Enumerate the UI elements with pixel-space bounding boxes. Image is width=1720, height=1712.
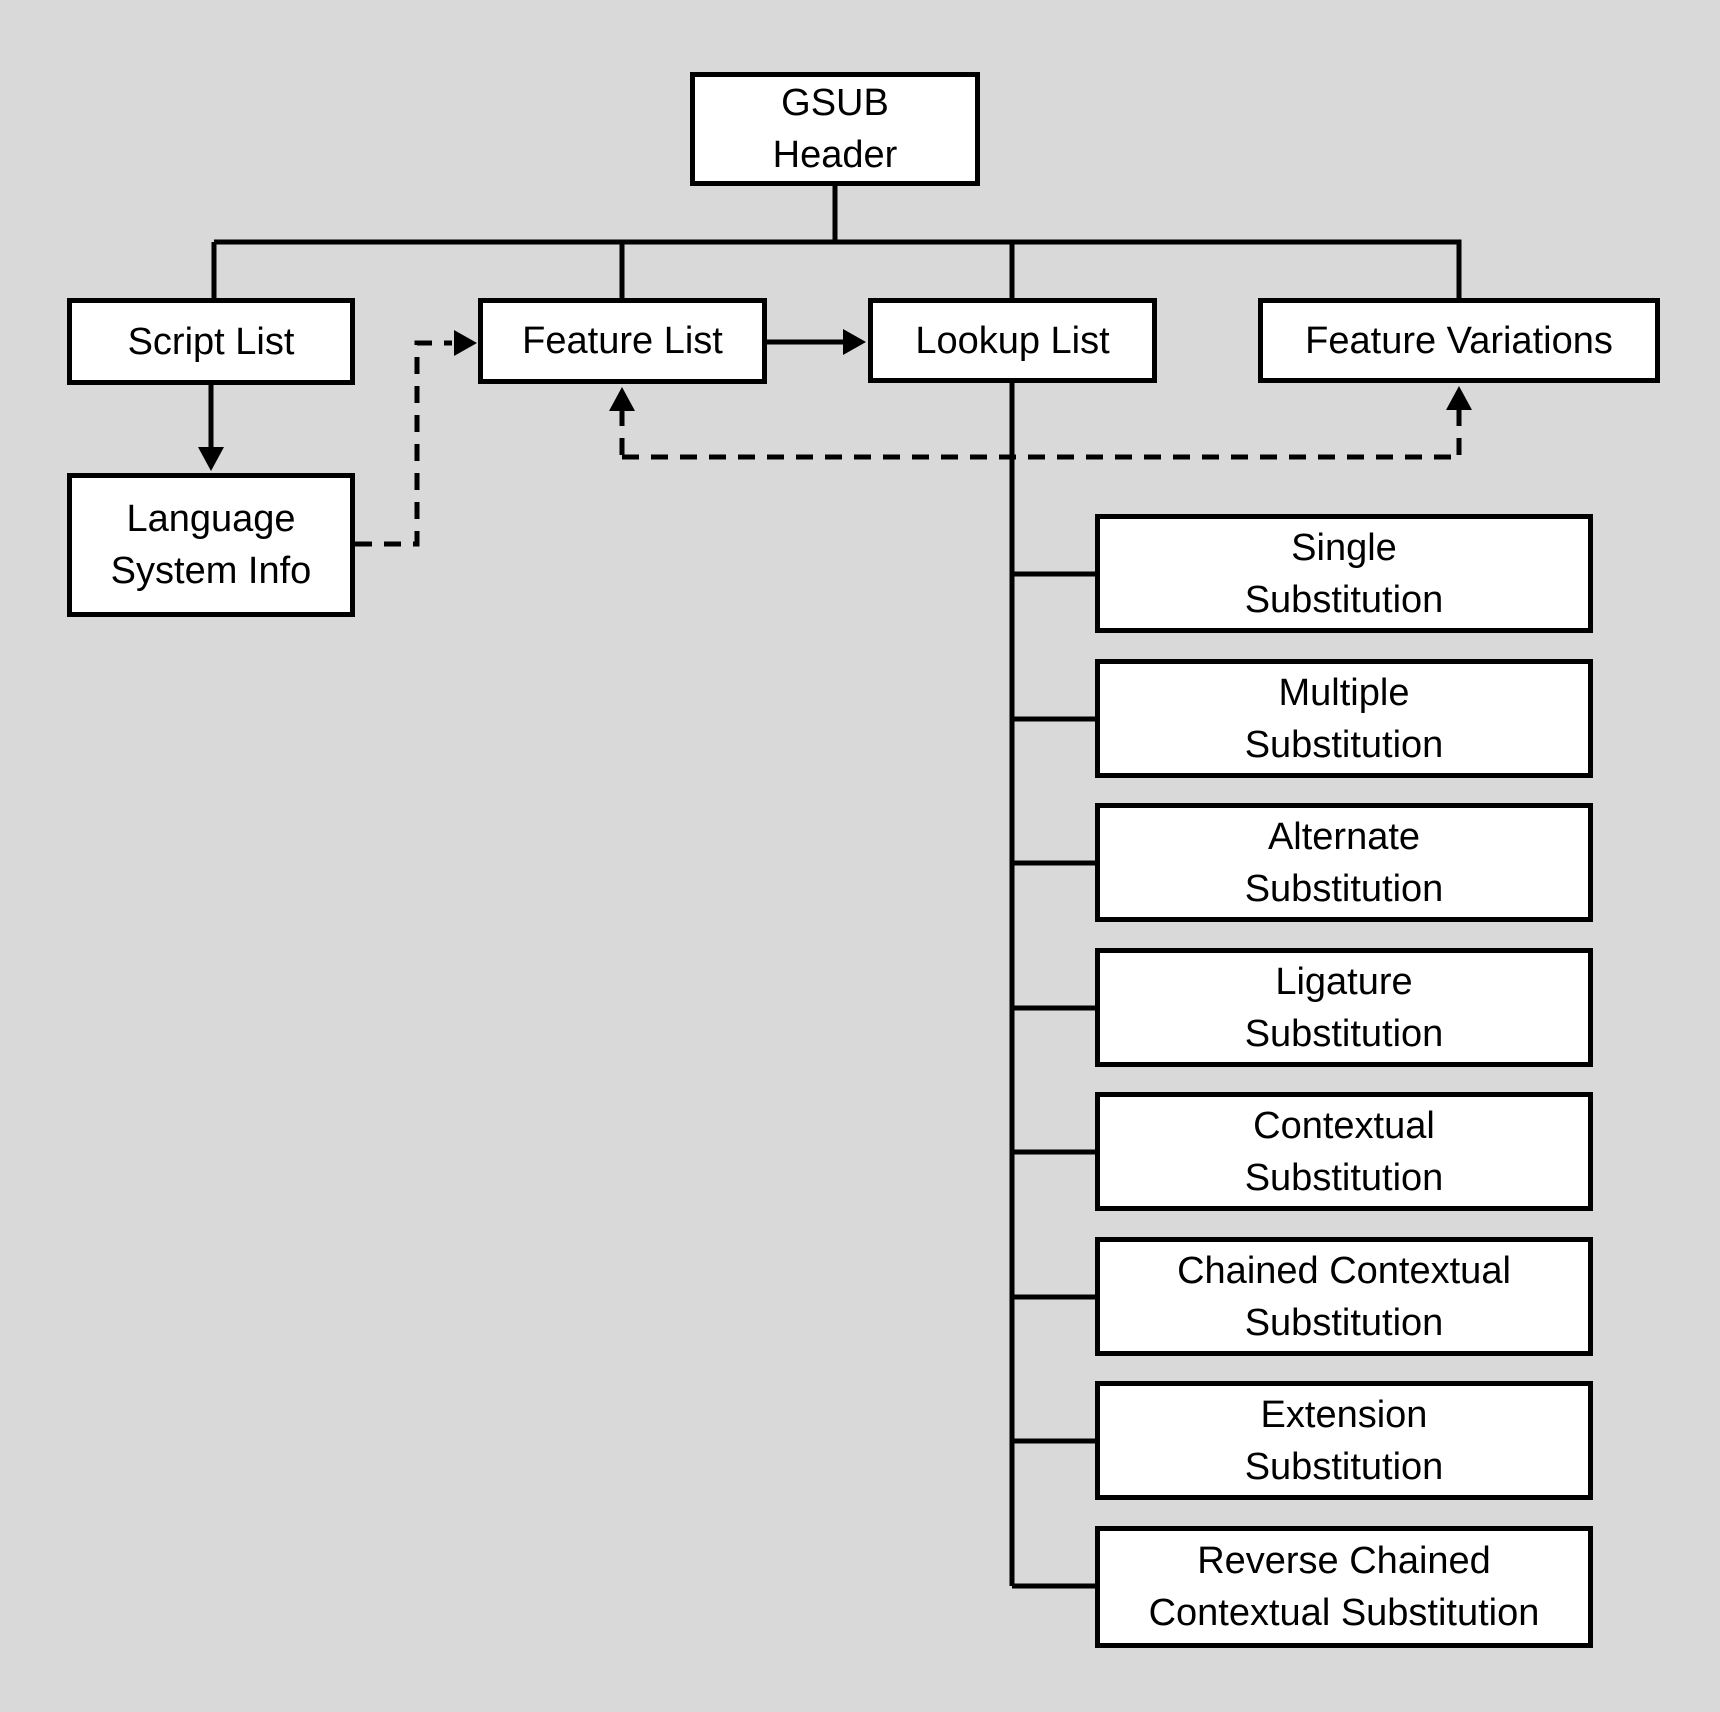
node-reverse-chained-contextual-substitution-label: Reverse Chained Contextual Substitution: [1148, 1540, 1540, 1634]
node-feature-list-label: Feature List: [522, 320, 723, 362]
node-feature-list: Feature List: [478, 298, 767, 384]
node-lookup-list-label: Lookup List: [915, 319, 1110, 362]
node-ligature-substitution: Ligature Substitution: [1095, 948, 1593, 1067]
arrow-dashed-to-featurelist-and-featurevariations: [609, 386, 1472, 460]
node-multiple-substitution: Multiple Substitution: [1095, 659, 1593, 778]
node-language-system-info: Language System Info: [67, 473, 355, 617]
node-script-list-label: Script List: [127, 320, 295, 363]
node-contextual-substitution: Contextual Substitution: [1095, 1092, 1593, 1211]
node-language-system-info-label: Language System Info: [110, 498, 312, 592]
arrow-scriptlist-to-languagesysteminfo: [198, 385, 224, 471]
node-gsub-header: GSUB Header: [690, 72, 980, 186]
arrow-languagesysteminfo-to-featurelist: [355, 330, 477, 547]
node-feature-variations: Feature Variations: [1258, 298, 1660, 383]
node-contextual-substitution-label: Contextual Substitution: [1244, 1104, 1444, 1199]
connector-header-trunk: [211, 186, 1462, 298]
node-multiple-substitution-label: Multiple Substitution: [1244, 671, 1444, 766]
node-gsub-header-label: GSUB Header: [772, 82, 898, 176]
arrow-featurelist-to-lookuplist: [767, 329, 866, 355]
node-extension-substitution: Extension Substitution: [1095, 1381, 1593, 1500]
node-script-list: Script List: [67, 298, 355, 385]
node-chained-contextual-substitution-label: Chained Contextual Substitution: [1177, 1249, 1511, 1344]
node-extension-substitution-label: Extension Substitution: [1244, 1393, 1444, 1488]
node-reverse-chained-contextual-substitution: Reverse Chained Contextual Substitution: [1095, 1526, 1593, 1648]
node-ligature-substitution-label: Ligature Substitution: [1244, 960, 1444, 1055]
node-single-substitution: Single Substitution: [1095, 514, 1593, 633]
node-alternate-substitution: Alternate Substitution: [1095, 803, 1593, 922]
node-lookup-list: Lookup List: [868, 298, 1157, 383]
node-feature-variations-label: Feature Variations: [1305, 319, 1613, 362]
node-chained-contextual-substitution: Chained Contextual Substitution: [1095, 1237, 1593, 1356]
node-alternate-substitution-label: Alternate Substitution: [1244, 815, 1444, 910]
node-single-substitution-label: Single Substitution: [1244, 526, 1444, 621]
connector-lookuplist-trunk: [1009, 383, 1095, 1589]
